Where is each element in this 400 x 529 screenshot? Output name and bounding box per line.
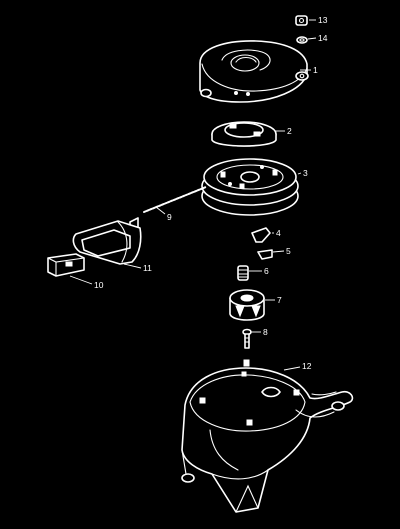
callout-5: 5 xyxy=(286,246,291,256)
callout-labels: 13 14 1 2 3 9 4 5 6 11 10 7 8 12 xyxy=(94,15,328,371)
part-8-screw xyxy=(242,328,252,349)
callout-9: 9 xyxy=(167,212,172,222)
part-2-pawl-retainer xyxy=(211,121,277,147)
callout-11: 11 xyxy=(143,263,152,273)
leader-lines xyxy=(69,19,317,371)
part-5-spring-clip xyxy=(257,249,273,260)
callout-14: 14 xyxy=(318,33,328,43)
part-1-housing-cover xyxy=(199,40,309,103)
callout-6: 6 xyxy=(264,266,269,276)
part-9-starter-rope xyxy=(143,186,207,213)
part-14-washer xyxy=(296,36,308,44)
callout-4: 4 xyxy=(276,228,281,238)
callout-8: 8 xyxy=(263,327,268,337)
part-10-handle-insert xyxy=(47,253,85,277)
part-11-handle xyxy=(72,217,142,265)
part-6-spring xyxy=(237,265,249,281)
callout-12: 12 xyxy=(302,361,312,371)
part-7-drive-cam xyxy=(229,289,265,321)
callout-7: 7 xyxy=(277,295,282,305)
part-13-nut xyxy=(295,15,308,26)
callout-3: 3 xyxy=(303,168,308,178)
callout-1: 1 xyxy=(313,65,318,75)
part-3-pulley xyxy=(201,158,299,216)
part-4-pawl xyxy=(251,227,271,243)
callout-13: 13 xyxy=(318,15,328,25)
callout-10: 10 xyxy=(94,280,104,290)
callout-2: 2 xyxy=(287,126,292,136)
part-12-starter-housing xyxy=(181,359,354,513)
